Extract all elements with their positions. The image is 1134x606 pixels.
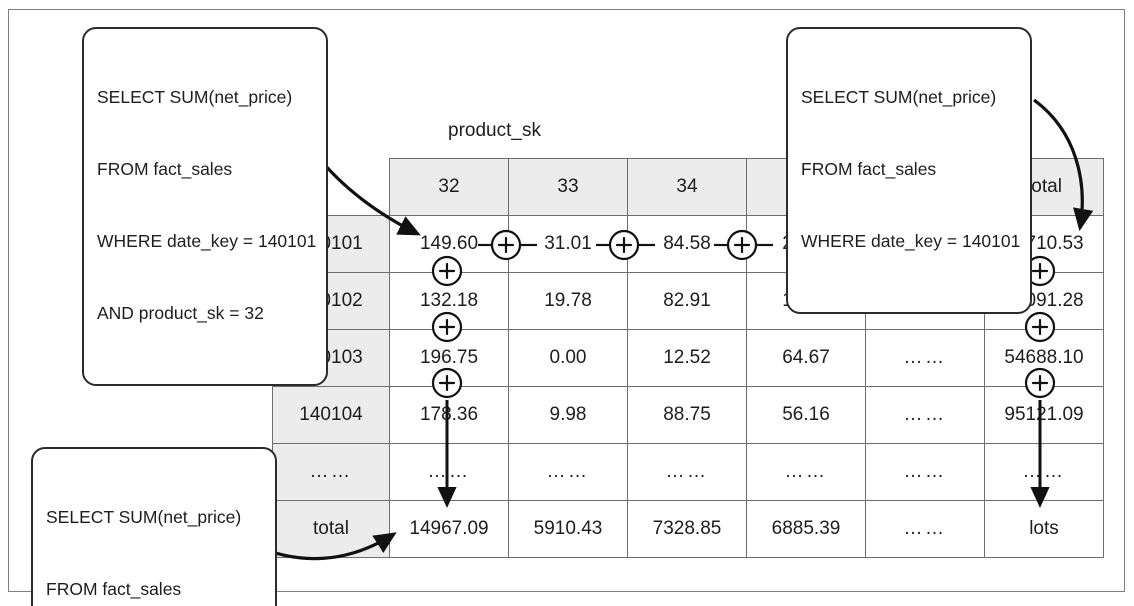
cell-r3c4: …… — [865, 386, 985, 444]
cell-r0c1: 31.01 — [508, 215, 628, 273]
table-total-row: total 14967.09 5910.43 7328.85 6885.39 …… — [272, 500, 1104, 558]
callout-line: WHERE date_key = 140101 — [801, 230, 1021, 251]
column-header-0[interactable]: 32 — [389, 158, 509, 216]
column-header-1[interactable]: 33 — [508, 158, 628, 216]
cell-r4c3: …… — [746, 443, 866, 501]
row-header-4: …… — [272, 443, 390, 501]
cell-r5c4: …… — [865, 500, 985, 558]
cell-r5c2-total: 7328.85 — [627, 500, 747, 558]
callout-line: SELECT SUM(net_price) — [46, 506, 242, 527]
cell-r2c5-total: 54688.10 — [984, 329, 1104, 387]
cell-r3c5-total: 95121.09 — [984, 386, 1104, 444]
column-header-2[interactable]: 34 — [627, 158, 747, 216]
callout-line: FROM fact_sales — [97, 158, 233, 179]
cell-r2c2: 12.52 — [627, 329, 747, 387]
cell-r3c3: 56.16 — [746, 386, 866, 444]
callout-column-total-query: SELECT SUM(net_price) FROM fact_sales WH… — [31, 447, 277, 606]
figure-outer-border — [8, 9, 1125, 592]
cell-r4c1: …… — [508, 443, 628, 501]
callout-line: FROM fact_sales — [801, 158, 937, 179]
row-header-5-total[interactable]: total — [272, 500, 390, 558]
cell-r3c2: 88.75 — [627, 386, 747, 444]
callout-line: SELECT SUM(net_price) — [801, 86, 997, 107]
cell-r2c4: …… — [865, 329, 985, 387]
cell-r0c0: 149.60 — [389, 215, 509, 273]
cell-r2c3: 64.67 — [746, 329, 866, 387]
cell-r3c1: 9.98 — [508, 386, 628, 444]
callout-cell-query: SELECT SUM(net_price) FROM fact_sales WH… — [82, 27, 328, 386]
row-header-3[interactable]: 140104 — [272, 386, 390, 444]
cell-r2c1: 0.00 — [508, 329, 628, 387]
cell-r0c2: 84.58 — [627, 215, 747, 273]
cell-r1c1: 19.78 — [508, 272, 628, 330]
cell-r3c0: 178.36 — [389, 386, 509, 444]
cell-r4c2: …… — [627, 443, 747, 501]
cell-r5c0-total: 14967.09 — [389, 500, 509, 558]
cell-r2c0: 196.75 — [389, 329, 509, 387]
cell-r4c0: …… — [389, 443, 509, 501]
cell-r4c4: …… — [865, 443, 985, 501]
cell-r5c5-grand-total: lots — [984, 500, 1104, 558]
cell-r4c5: …… — [984, 443, 1104, 501]
cell-r1c2: 82.91 — [627, 272, 747, 330]
callout-line: FROM fact_sales — [46, 578, 182, 599]
cell-r1c0: 132.18 — [389, 272, 509, 330]
table-row: 140104 178.36 9.98 88.75 56.16 …… 95121.… — [272, 386, 1104, 444]
column-axis-label: product_sk — [448, 120, 541, 141]
callout-line: WHERE date_key = 140101 — [97, 230, 317, 251]
callout-line: AND product_sk = 32 — [97, 302, 264, 323]
table-row-ellipsis: …… …… …… …… …… …… …… — [272, 443, 1104, 501]
cell-r5c1-total: 5910.43 — [508, 500, 628, 558]
table-row: 140103 196.75 0.00 12.52 64.67 …… 54688.… — [272, 329, 1104, 387]
callout-row-total-query: SELECT SUM(net_price) FROM fact_sales WH… — [786, 27, 1032, 314]
callout-line: SELECT SUM(net_price) — [97, 86, 293, 107]
cell-r5c3-total: 6885.39 — [746, 500, 866, 558]
